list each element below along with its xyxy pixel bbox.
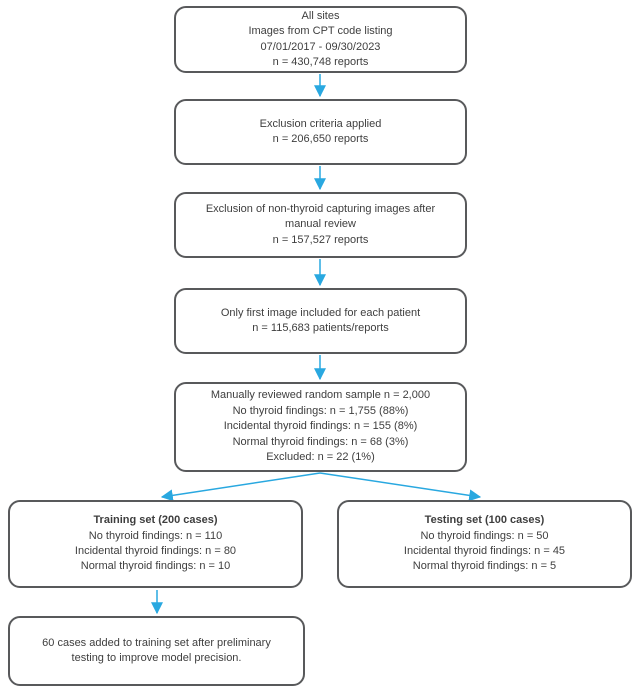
box-training-set: Training set (200 cases) No thyroid find… (8, 500, 303, 588)
box-added-cases: 60 cases added to training set after pre… (8, 616, 305, 686)
arrow-random-sample-to-testing (319, 472, 482, 502)
box-line: Excluded: n = 22 (1%) (266, 451, 375, 464)
box-random-sample: Manually reviewed random sample n = 2,00… (174, 382, 467, 472)
box-line: manual review (285, 218, 356, 231)
box-line: All sites (301, 9, 340, 22)
box-title: Training set (200 cases) (93, 514, 218, 527)
box-line: n = 430,748 reports (272, 55, 369, 68)
box-all-sites: All sites Images from CPT code listing 0… (174, 6, 467, 73)
box-line: 60 cases added to training set after pre… (42, 636, 271, 649)
box-line: Incidental thyroid findings: n = 155 (8%… (223, 420, 418, 433)
box-line: Normal thyroid findings: n = 10 (80, 560, 231, 573)
box-title: Testing set (100 cases) (424, 514, 545, 527)
box-exclusion-criteria: Exclusion criteria applied n = 206,650 r… (174, 99, 467, 165)
box-line: Exclusion criteria applied (259, 117, 382, 130)
box-line: No thyroid findings: n = 50 (420, 529, 549, 542)
box-line: Images from CPT code listing (248, 25, 393, 38)
box-line: n = 206,650 reports (272, 133, 369, 145)
box-line: Manually reviewed random sample n = 2,00… (210, 389, 431, 402)
box-line: Exclusion of non-thyroid capturing image… (205, 202, 436, 215)
box-line: Incidental thyroid findings: n = 80 (74, 545, 237, 557)
box-line: Incidental thyroid findings: n = 45 (403, 545, 566, 557)
box-non-thyroid-exclusion: Exclusion of non-thyroid capturing image… (174, 192, 467, 258)
box-line: n = 115,683 patients/reports (252, 322, 389, 334)
box-line: Normal thyroid findings: n = 5 (412, 560, 557, 573)
box-line: 07/01/2017 - 09/30/2023 (260, 40, 381, 53)
box-testing-set: Testing set (100 cases) No thyroid findi… (337, 500, 632, 588)
box-line: Normal thyroid findings: n = 68 (3%) (232, 435, 409, 448)
arrow-random-sample-to-training (160, 472, 321, 502)
box-first-image: Only first image included for each patie… (174, 288, 467, 354)
box-line: testing to improve model precision. (71, 652, 242, 664)
box-line: No thyroid findings: n = 110 (88, 529, 223, 542)
box-line: n = 157,527 reports (272, 233, 369, 246)
box-line: Only first image included for each patie… (220, 306, 421, 319)
box-line: No thyroid findings: n = 1,755 (88%) (232, 404, 409, 417)
